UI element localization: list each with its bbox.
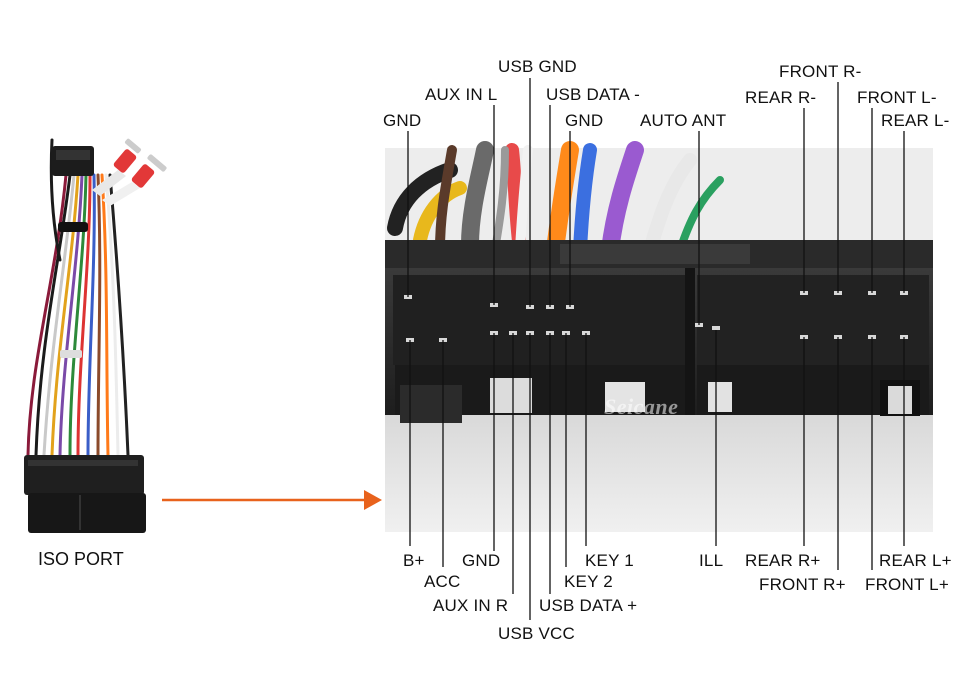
iso-port-label: ISO PORT — [38, 549, 124, 569]
pin-contact — [712, 326, 720, 330]
label-rear-r-minus: REAR R- — [745, 88, 817, 107]
label-rear-l-plus: REAR L+ — [879, 551, 952, 570]
label-front-r-plus: FRONT R+ — [759, 575, 846, 594]
label-usb-vcc: USB VCC — [498, 624, 575, 643]
label-key-2: KEY 2 — [564, 572, 613, 591]
label-ill: ILL — [699, 551, 724, 570]
label-usb-data-plus: USB DATA + — [539, 596, 638, 615]
label-aux-in-r: AUX IN R — [433, 596, 509, 615]
iso-harness-image — [24, 138, 167, 533]
label-aux-in-l: AUX IN L — [425, 85, 498, 104]
label-usb-gnd: USB GND — [498, 57, 577, 76]
label-gnd-bottom: GND — [462, 551, 501, 570]
label-front-l-plus: FRONT L+ — [865, 575, 949, 594]
label-rear-l-minus: REAR L- — [881, 111, 950, 130]
label-front-l-minus: FRONT L- — [857, 88, 937, 107]
label-auto-ant: AUTO ANT — [640, 111, 727, 130]
label-front-r-minus: FRONT R- — [779, 62, 862, 81]
label-gnd-top-left: GND — [383, 111, 422, 130]
label-rear-r-plus: REAR R+ — [745, 551, 821, 570]
leader-lines — [407, 78, 905, 620]
direction-arrow — [162, 490, 382, 510]
label-key-1: KEY 1 — [585, 551, 634, 570]
label-gnd-top: GND — [565, 111, 604, 130]
label-b-plus: B+ — [403, 551, 425, 570]
label-acc: ACC — [424, 572, 461, 591]
label-usb-data-minus: USB DATA - — [546, 85, 640, 104]
watermark: Seicane — [604, 394, 679, 419]
connector-photo — [385, 141, 933, 532]
